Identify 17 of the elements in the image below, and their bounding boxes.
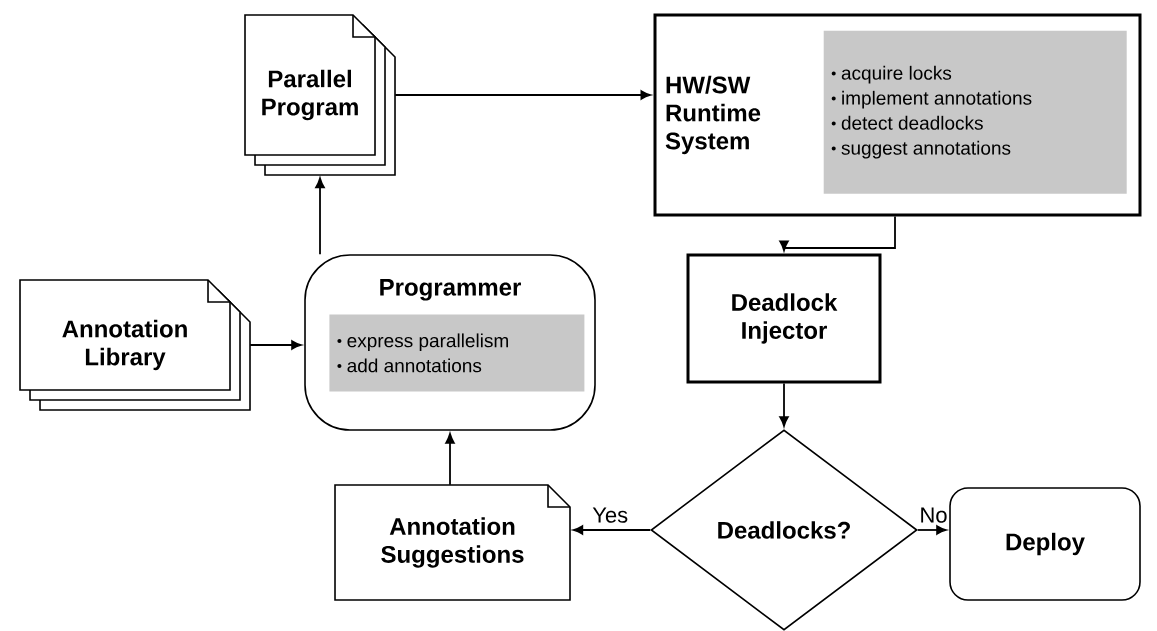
terminal-box: Deploy [949, 487, 1141, 601]
bullet-list-box: express parallelism add annotations [329, 314, 585, 392]
document-stack: Parallel Program [244, 14, 396, 176]
arrow [779, 382, 789, 427]
arrow [315, 177, 325, 256]
process-box: Deadlock Injector [686, 253, 882, 384]
arrow [445, 433, 455, 486]
document-box: Annotation Suggestions [334, 484, 571, 601]
arrow [572, 525, 652, 535]
arrow [394, 90, 652, 100]
arrow [916, 525, 947, 535]
arrow [779, 215, 896, 252]
edge-label: No [918, 506, 949, 524]
document-stack: Annotation Library [19, 279, 251, 411]
arrow [249, 340, 302, 350]
bullet-list-box: acquire locks implement annotations detect deadlocks suggest annotations [823, 30, 1127, 194]
edge-label: Yes [591, 506, 630, 524]
